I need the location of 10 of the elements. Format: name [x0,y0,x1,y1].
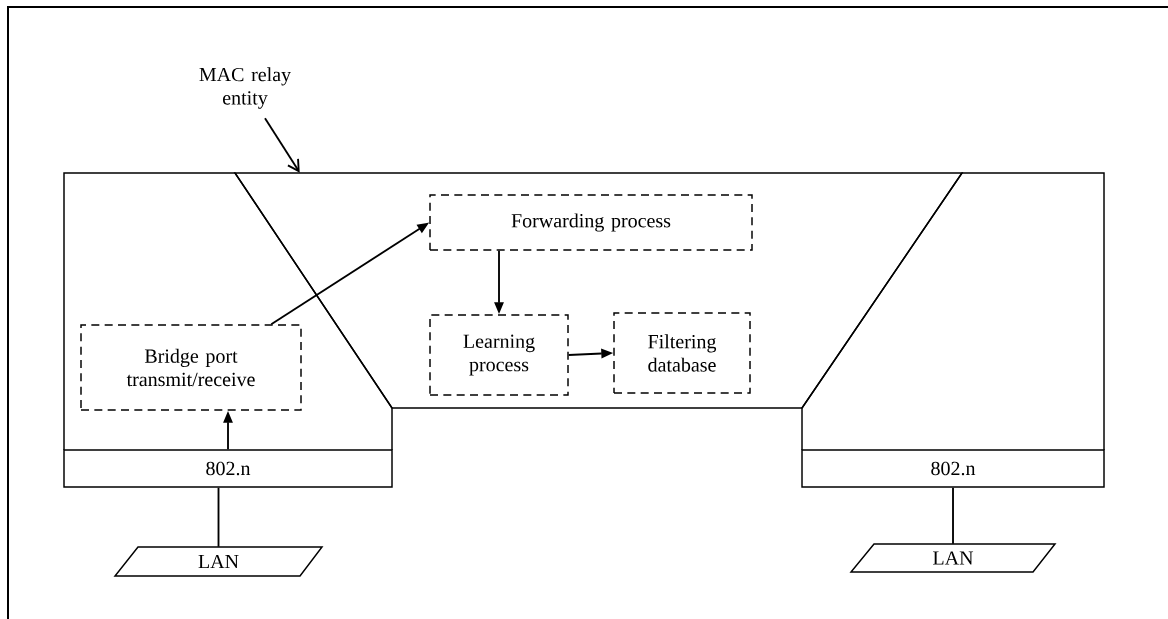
process-box: Learning process [429,314,569,396]
connector-line [952,486,954,545]
process-box: Bridge port transmit/receive [80,324,302,411]
connector-line [217,486,220,548]
leader-arrow [264,117,300,173]
process-box: Filtering database [613,312,751,394]
callout-text: MAC relay entity [199,67,291,109]
port-box: 802.n [63,449,393,488]
process-box: Forwarding process [429,194,753,251]
port-box: 802.n [801,449,1105,488]
